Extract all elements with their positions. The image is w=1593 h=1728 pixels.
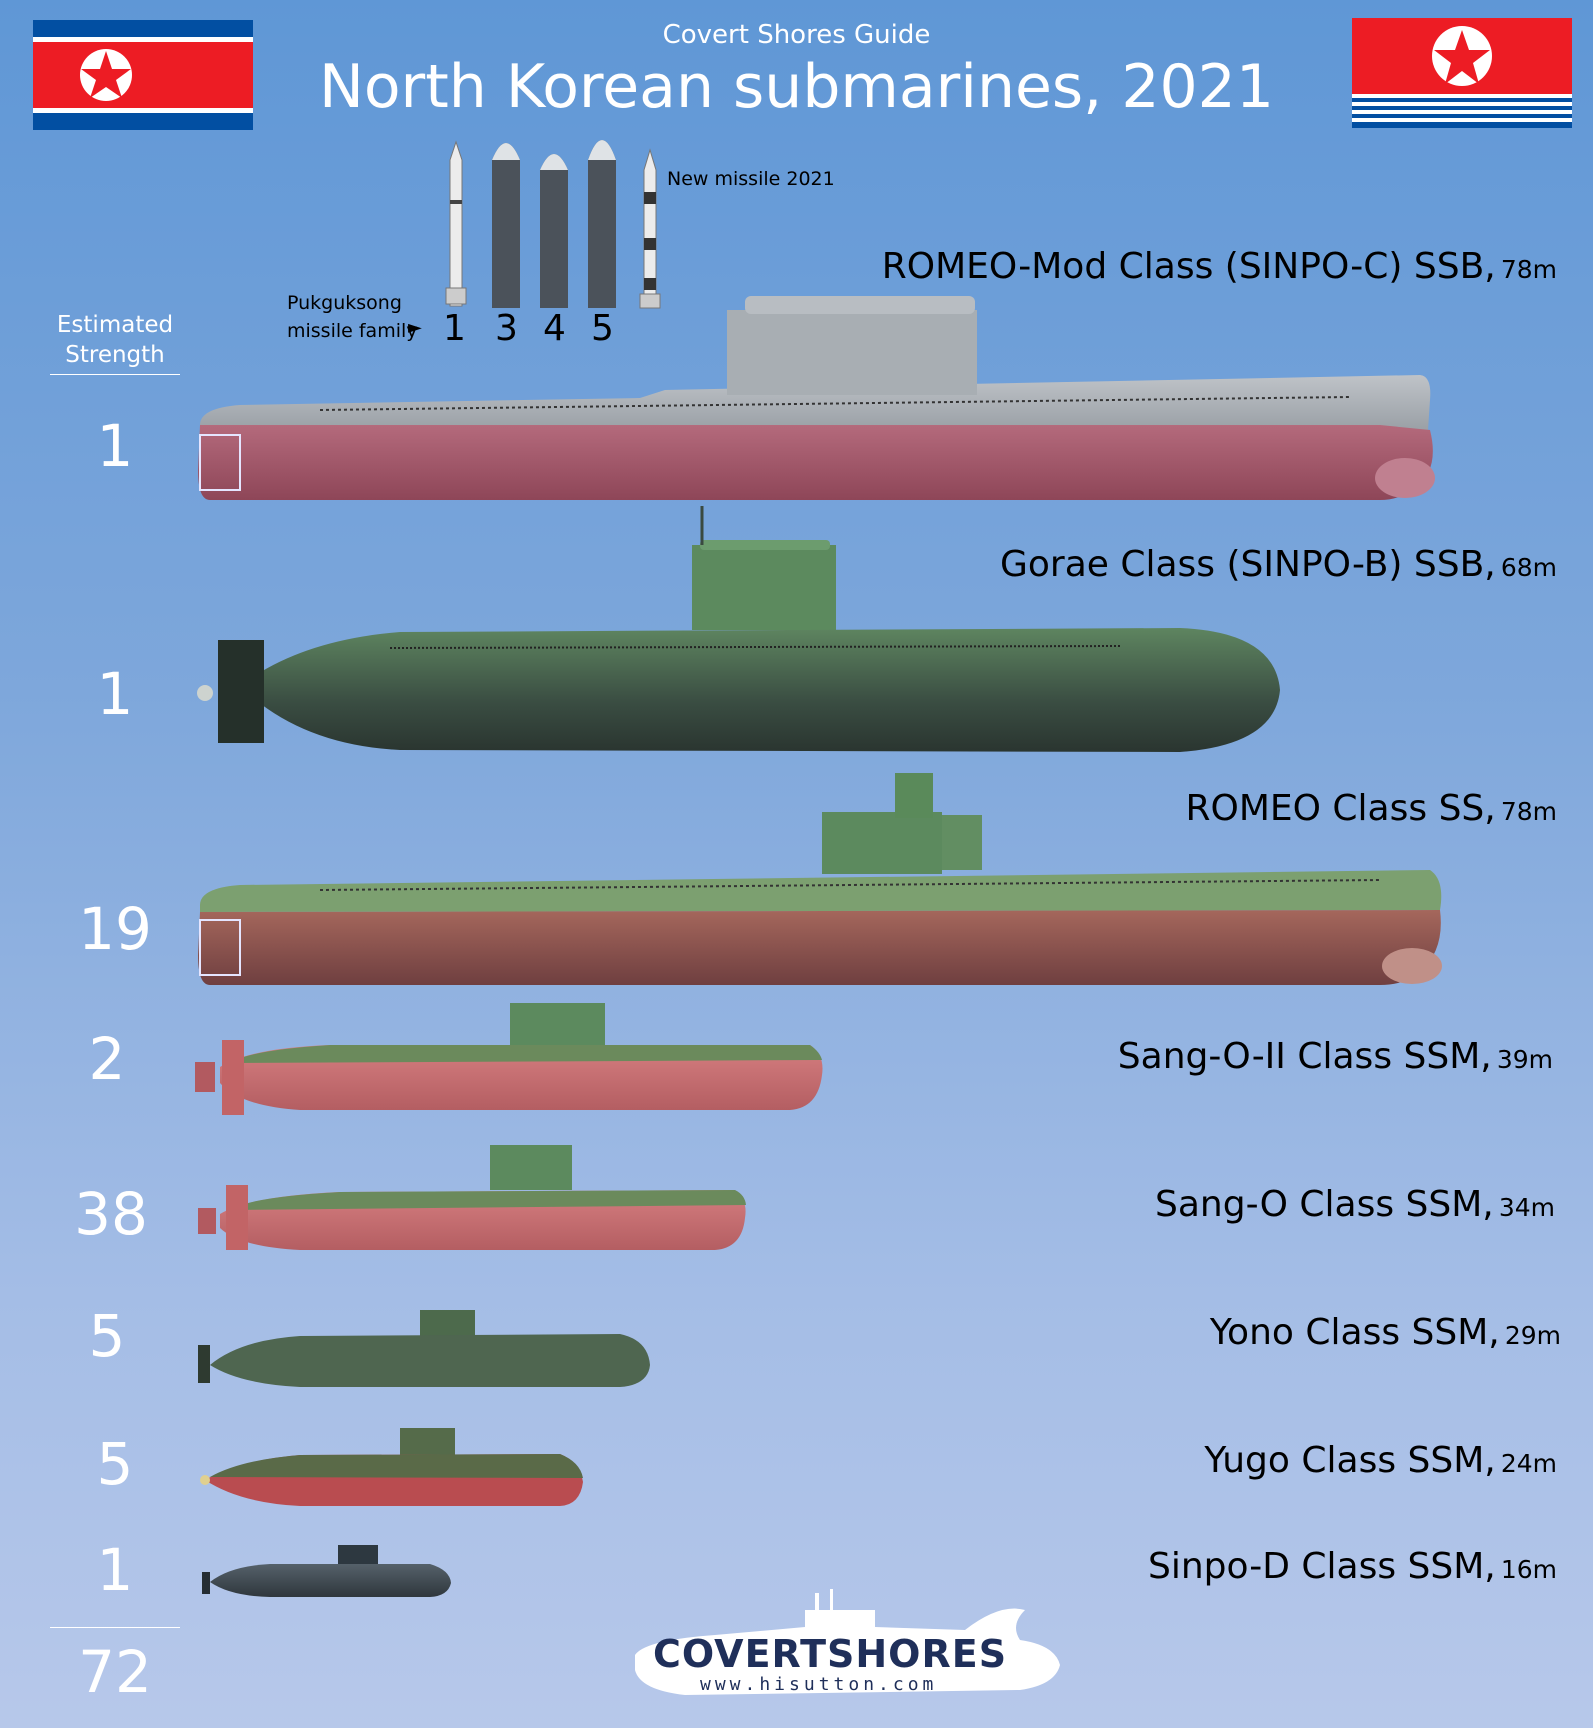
missile-family-label-line1: Pukguksong bbox=[287, 292, 402, 314]
label-sang-o: Sang-O Class SSM, 34m bbox=[1155, 1184, 1555, 1225]
dprk-flag-left bbox=[33, 20, 253, 130]
new-missile-label: New missile 2021 bbox=[667, 168, 835, 190]
count-romeo-mod: 1 bbox=[96, 412, 134, 480]
submarine-romeo bbox=[198, 773, 1442, 985]
submarine-gorae bbox=[197, 506, 1280, 752]
label-yugo: Yugo Class SSM, 24m bbox=[1204, 1440, 1557, 1481]
missile-new-2021 bbox=[639, 148, 661, 309]
count-sang-o-ii: 2 bbox=[88, 1025, 126, 1093]
strength-heading: Estimated Strength bbox=[40, 310, 190, 370]
submarine-sinpo-d bbox=[202, 1545, 451, 1597]
label-yono: Yono Class SSM, 29m bbox=[1209, 1312, 1561, 1353]
submarine-sang-o-ii bbox=[195, 1003, 823, 1115]
label-romeo-mod: ROMEO-Mod Class (SINPO-C) SSB, 78m bbox=[881, 246, 1557, 287]
strength-heading-line2: Strength bbox=[65, 342, 165, 368]
logo-url-text: www.hisutton.com bbox=[700, 1674, 938, 1695]
missile-number-4: 4 bbox=[543, 308, 566, 349]
label-sinpo-d: Sinpo-D Class SSM, 16m bbox=[1148, 1546, 1557, 1587]
page-title: North Korean submarines, 2021 bbox=[318, 52, 1275, 122]
logo-brand-text: COVERTSHORES bbox=[653, 1632, 1008, 1676]
arrow-right-icon: ► bbox=[408, 317, 422, 338]
count-yugo: 5 bbox=[96, 1430, 134, 1498]
missile-number-1: 1 bbox=[443, 308, 466, 349]
label-sang-o-ii: Sang-O-II Class SSM, 39m bbox=[1117, 1036, 1553, 1077]
total-rule bbox=[50, 1627, 180, 1628]
submarine-romeo-mod bbox=[198, 296, 1435, 500]
strength-heading-line1: Estimated bbox=[56, 312, 174, 338]
submarine-yono bbox=[198, 1310, 650, 1387]
count-sang-o: 38 bbox=[74, 1180, 148, 1248]
missile-pukguksong-1 bbox=[445, 140, 467, 307]
missile-number-5: 5 bbox=[591, 308, 614, 349]
missile-pukguksong-3 bbox=[492, 143, 520, 308]
guide-subtitle: Covert Shores Guide bbox=[662, 20, 931, 50]
missile-family-label-line2: missile family bbox=[287, 320, 418, 342]
count-yono: 5 bbox=[88, 1302, 126, 1370]
covertshores-logo bbox=[635, 1589, 1060, 1695]
submarine-yugo bbox=[200, 1428, 583, 1506]
count-romeo: 19 bbox=[78, 895, 152, 963]
label-romeo: ROMEO Class SS, 78m bbox=[1185, 788, 1557, 829]
label-gorae: Gorae Class (SINPO-B) SSB, 68m bbox=[999, 544, 1557, 585]
strength-heading-rule bbox=[50, 374, 180, 375]
total-count: 72 bbox=[78, 1638, 152, 1706]
missile-pukguksong-5 bbox=[588, 140, 616, 308]
count-sinpo-d: 1 bbox=[96, 1536, 134, 1604]
missile-pukguksong-4 bbox=[540, 154, 568, 308]
submarine-sang-o bbox=[198, 1145, 746, 1250]
missile-number-3: 3 bbox=[495, 308, 518, 349]
missile-illustrations bbox=[445, 140, 661, 309]
count-gorae: 1 bbox=[96, 660, 134, 728]
dprk-navy-ensign-right bbox=[1352, 18, 1572, 128]
